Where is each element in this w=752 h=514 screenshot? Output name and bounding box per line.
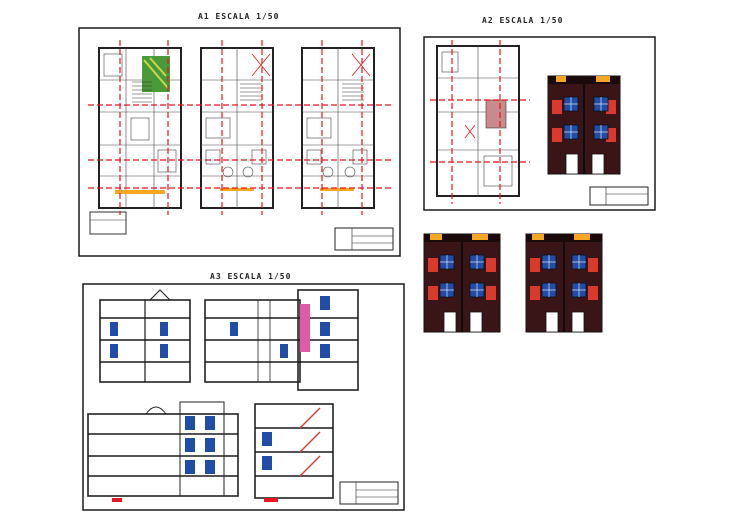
cad-title-block-icon bbox=[339, 481, 399, 505]
sheet-a3 bbox=[82, 283, 405, 511]
floor-plan-3 bbox=[301, 47, 375, 209]
sheet-a1-title: A1 ESCALA 1/50 bbox=[198, 12, 280, 21]
front-elevation-2 bbox=[423, 233, 501, 333]
building-section-4 bbox=[87, 401, 239, 502]
sheet-a2 bbox=[423, 36, 656, 211]
plan-legend-box bbox=[89, 211, 127, 235]
sheet-a3-title: A3 ESCALA 1/50 bbox=[210, 272, 292, 281]
sheet-a2-title: A2 ESCALA 1/50 bbox=[482, 16, 564, 25]
cad-title-block-icon bbox=[589, 186, 649, 206]
front-elevation-1 bbox=[547, 75, 621, 175]
building-section-1 bbox=[99, 289, 191, 383]
floor-plan-2 bbox=[200, 47, 274, 209]
floor-plan-1 bbox=[89, 47, 182, 235]
axis-grid-a2 bbox=[430, 40, 530, 204]
cad-title-block-icon bbox=[334, 227, 394, 251]
sheet-a1-frame bbox=[78, 27, 401, 257]
floor-plan-4 bbox=[436, 45, 520, 197]
building-section-5 bbox=[254, 403, 334, 502]
stair-core bbox=[485, 99, 507, 129]
stair-section bbox=[300, 304, 310, 352]
sheet-a2-frame bbox=[423, 36, 656, 211]
sheet-a3-frame bbox=[82, 283, 405, 511]
axis-grid-a1 bbox=[88, 40, 392, 215]
front-elevation-3 bbox=[525, 233, 603, 333]
building-section-3 bbox=[297, 289, 359, 391]
sheet-a1 bbox=[78, 27, 401, 257]
building-section-2 bbox=[204, 299, 301, 383]
